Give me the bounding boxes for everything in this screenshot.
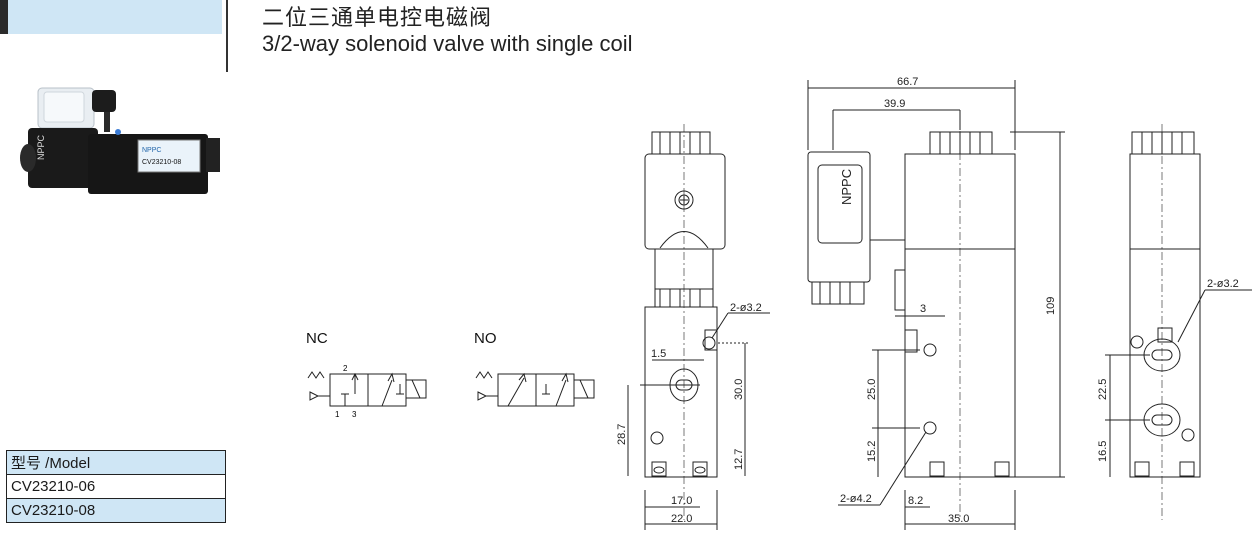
side-dim-66-7: 66.7 (897, 76, 918, 88)
side-dim-39-9: 39.9 (884, 98, 905, 110)
nc-port-2: 2 (343, 364, 348, 373)
front-view (627, 124, 770, 530)
front-dim-22-0: 22.0 (671, 513, 692, 525)
back-dim-22-5: 22.5 (1097, 379, 1109, 400)
side-coil-brand: NPPC (839, 169, 854, 205)
nc-port-3: 3 (352, 410, 357, 419)
nc-port-1: 1 (335, 410, 340, 419)
photo-brand: NPPC (142, 147, 161, 154)
header-accent (0, 0, 8, 34)
front-dim-12-7: 12.7 (733, 449, 745, 470)
nc-exhaust-icon (309, 391, 320, 401)
title-chinese: 二位三通单电控电磁阀 (262, 6, 493, 31)
side-view: NPPC (807, 80, 1065, 530)
title-english: 3/2-way solenoid valve with single coil (262, 31, 633, 56)
back-view (1105, 124, 1252, 520)
model-row-08: CV23210-08 (6, 498, 226, 523)
front-dim-1-5: 1.5 (651, 348, 666, 360)
nc-label: NC (306, 330, 328, 347)
side-dim-15-2: 15.2 (866, 441, 878, 462)
model-table: 型号 /Model CV23210-06 CV23210-08 (6, 450, 226, 523)
side-hole-label: 2-ø4.2 (840, 493, 872, 505)
front-dim-30-0: 30.0 (733, 379, 745, 400)
nc-spring-icon (307, 371, 325, 379)
dimension-drawing: NPPC (616, 76, 1252, 530)
front-dim-28-7: 28.7 (616, 424, 628, 445)
photo-model: CV23210-08 (142, 159, 181, 166)
side-dim-3: 3 (920, 303, 926, 315)
side-dim-35-0: 35.0 (948, 513, 969, 525)
header-divider (226, 0, 228, 72)
valve-symbols: 2 1 3 (307, 364, 595, 419)
front-dim-17-0: 17.0 (671, 495, 692, 507)
back-dim-16-5: 16.5 (1097, 441, 1109, 462)
model-row-06: CV23210-06 (6, 474, 226, 499)
no-label: NO (474, 330, 497, 347)
solenoid-valve-photo: NPPC NPPC CV23210-08 (20, 87, 220, 194)
photo-coil-brand: NPPC (36, 134, 46, 160)
back-hole-label: 2-ø3.2 (1207, 278, 1239, 290)
header-bar (0, 0, 222, 34)
side-dim-109: 109 (1045, 297, 1057, 315)
front-hole-label: 2-ø3.2 (730, 302, 762, 314)
side-dim-8-2: 8.2 (908, 495, 923, 507)
side-dim-25-0: 25.0 (866, 379, 878, 400)
model-table-header: 型号 /Model (6, 450, 226, 475)
